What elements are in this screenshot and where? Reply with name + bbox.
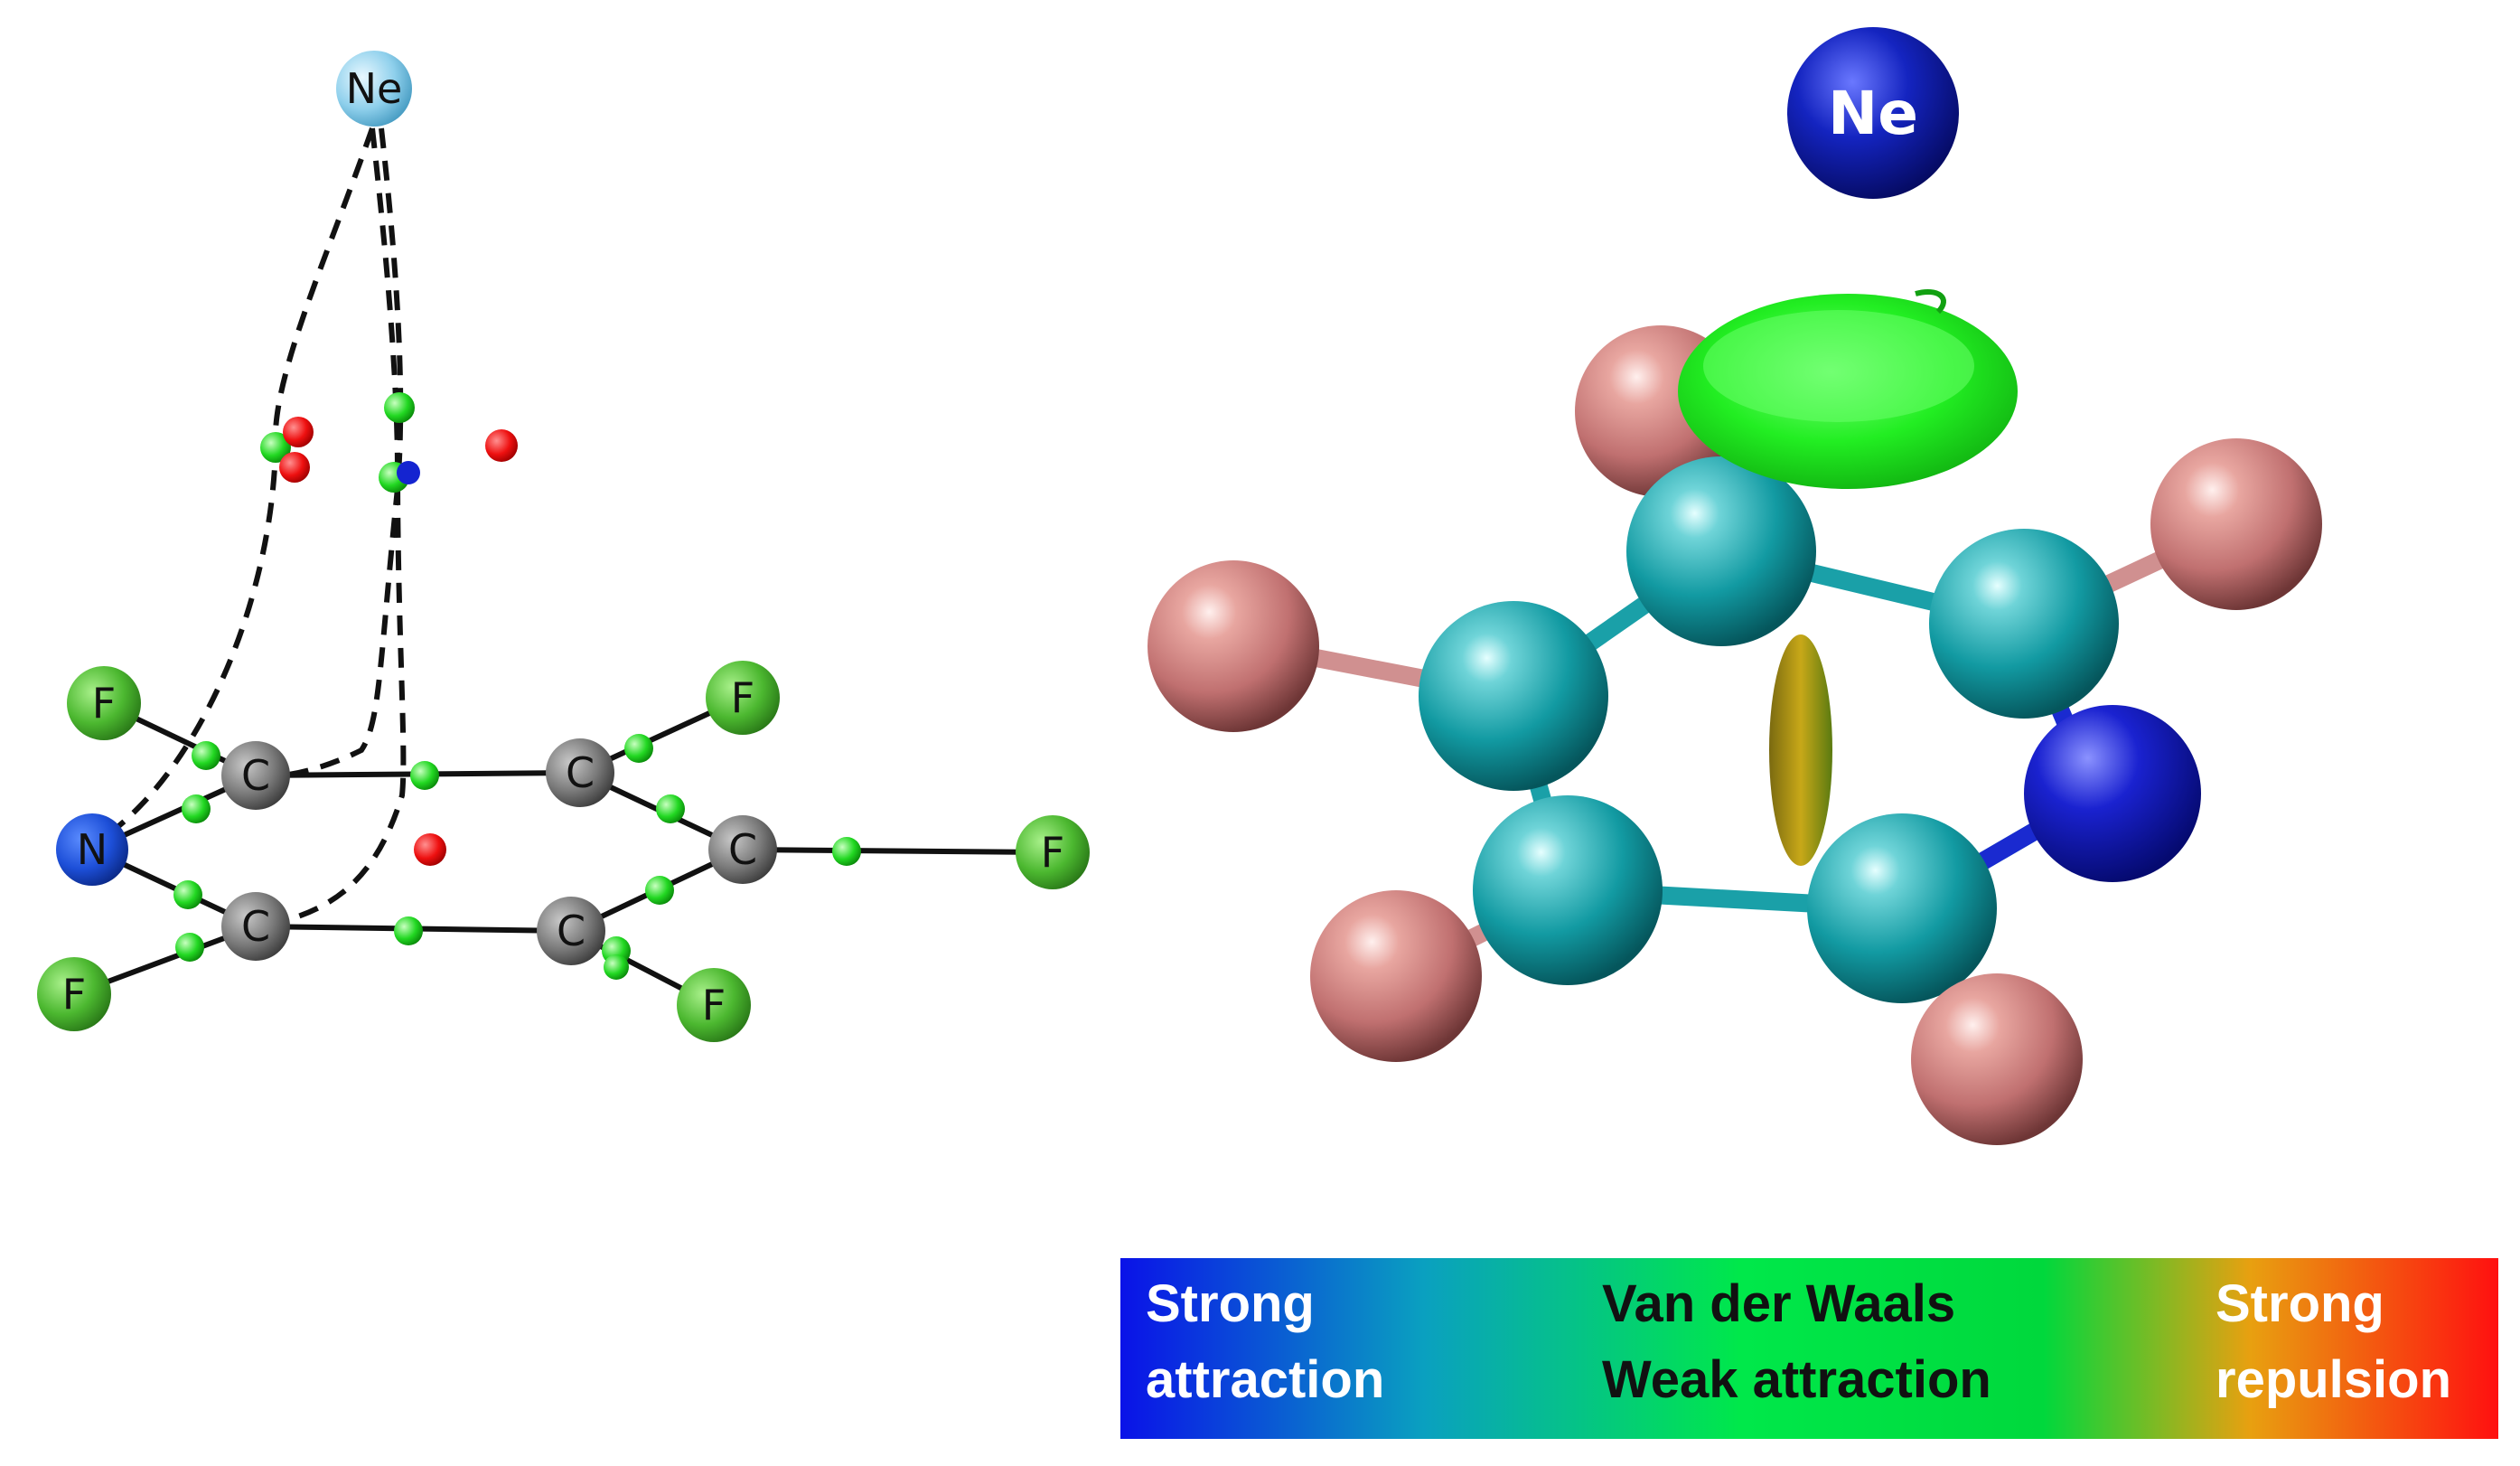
c-atom-label: C xyxy=(241,751,270,800)
qtaim-molecular-graph: Ne N C C C C C F xyxy=(37,51,1090,1042)
c-atom: C xyxy=(221,892,290,961)
bcp xyxy=(645,876,674,905)
f-atom-label: F xyxy=(1041,828,1064,877)
rcp xyxy=(485,429,518,462)
ne-bond-paths xyxy=(90,127,407,929)
c-atom: C xyxy=(221,741,290,810)
f-atom-sphere xyxy=(2150,438,2322,610)
f-atom-label: F xyxy=(731,673,754,722)
bcp xyxy=(604,954,629,980)
f-atom: F xyxy=(37,957,111,1031)
c-atom-sphere xyxy=(1419,601,1608,791)
ring-critical-points xyxy=(279,417,518,866)
bcp xyxy=(384,392,415,423)
f-atom-label: F xyxy=(92,679,116,728)
ccp xyxy=(397,461,420,484)
n-atom-label: N xyxy=(77,825,108,874)
rcp xyxy=(279,452,310,483)
vdw-isosurface xyxy=(1678,288,2018,489)
bcp xyxy=(175,933,204,962)
ring-isosurface xyxy=(1769,634,1832,866)
ne-atom-sphere: Ne xyxy=(1787,27,1959,199)
legend-vdw-line2: Weak attraction xyxy=(1602,1350,1991,1409)
f-atom: F xyxy=(1016,815,1090,889)
f-atom: F xyxy=(677,968,751,1042)
ne-to-c1-bond-path xyxy=(257,127,404,780)
c-atom-label: C xyxy=(566,748,595,797)
f-atom-sphere xyxy=(1148,560,1319,732)
c-atom-sphere xyxy=(1929,529,2119,719)
f-atom: F xyxy=(67,666,141,740)
c-atom: C xyxy=(708,815,777,884)
f-atom: F xyxy=(706,661,780,735)
legend-strong-attraction-line1: Strong xyxy=(1146,1274,1315,1333)
bcp xyxy=(192,741,220,770)
bcp xyxy=(173,880,202,909)
legend-strong-repulsion-line2: repulsion xyxy=(2216,1350,2451,1409)
c-atom-sphere xyxy=(1626,456,1816,646)
nci-isosurface-render: Ne xyxy=(1148,27,2322,1145)
ne-sphere-label: Ne xyxy=(1828,79,1918,148)
ne-to-n-bond-path xyxy=(90,127,375,848)
n-atom-sphere xyxy=(2024,705,2201,882)
legend-strong-attraction-line2: attraction xyxy=(1146,1350,1384,1409)
f-atom-label: F xyxy=(62,970,86,1019)
legend-vdw-line1: Van der Waals xyxy=(1602,1274,1955,1333)
c-atom: C xyxy=(537,897,605,965)
bcp xyxy=(410,761,439,790)
f-atom-sphere xyxy=(1911,973,2083,1145)
c-atom-sphere xyxy=(1473,795,1663,985)
c-atom-label: C xyxy=(728,825,757,874)
bcp xyxy=(624,734,653,763)
c-atom-sphere xyxy=(1807,813,1997,1003)
f-atom-label: F xyxy=(702,981,726,1029)
bcp xyxy=(182,794,211,823)
bond-critical-points xyxy=(173,392,861,980)
c-atom-label: C xyxy=(557,907,586,955)
bcp xyxy=(394,916,423,945)
rcp xyxy=(283,417,314,447)
bcp xyxy=(832,837,861,866)
ne-atom: Ne xyxy=(336,51,412,127)
ne-to-c2-bond-path xyxy=(257,127,407,929)
n-atom: N xyxy=(56,813,128,886)
bcp xyxy=(260,432,291,463)
legend-gradient-bar xyxy=(1120,1258,2498,1439)
c-atom-label: C xyxy=(241,902,270,951)
rcp xyxy=(414,833,446,866)
c-atom: C xyxy=(546,738,614,807)
legend-strong-repulsion-line1: Strong xyxy=(2216,1274,2384,1333)
ne-atom-label: Ne xyxy=(346,64,403,113)
f-atom-sphere xyxy=(1310,890,1482,1062)
nci-color-legend: Strong attraction Van der Waals Weak att… xyxy=(1120,1258,2498,1439)
bcp xyxy=(656,794,685,823)
